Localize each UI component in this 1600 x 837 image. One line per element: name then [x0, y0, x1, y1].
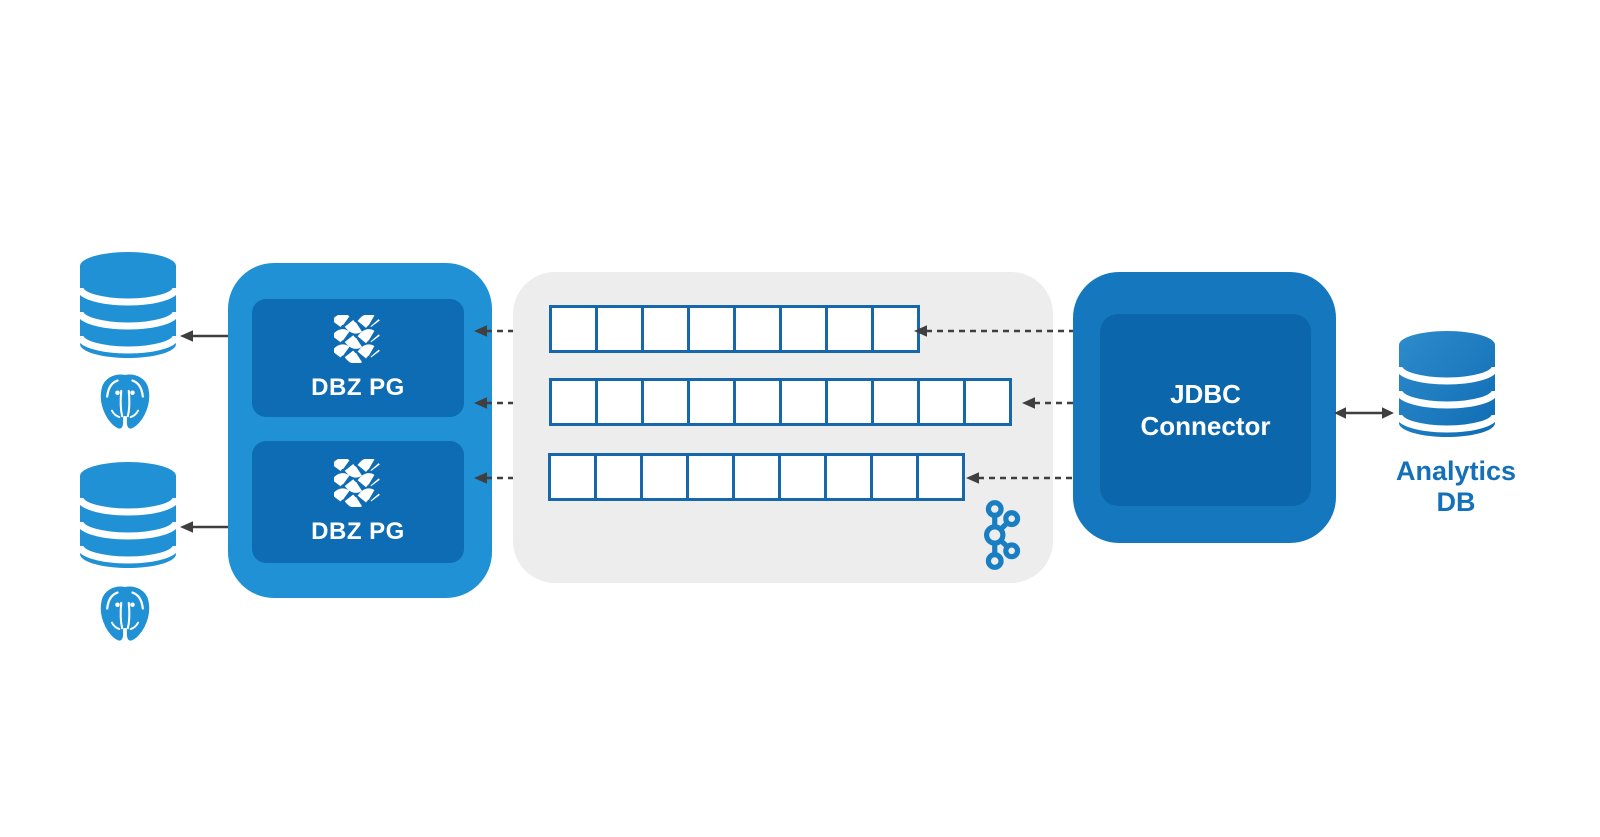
- kafka-icon: [984, 500, 1021, 570]
- partition-cell: [687, 378, 736, 426]
- jdbc-connector-box: JDBC Connector: [1100, 314, 1311, 506]
- partition-cell: [594, 453, 643, 501]
- partition-cell: [641, 378, 690, 426]
- dbz-pg-label: DBZ PG: [311, 373, 405, 401]
- partition-cell: [733, 378, 782, 426]
- partition-cell: [825, 305, 874, 353]
- partition-cell: [916, 453, 965, 501]
- debezium-icon: [334, 458, 380, 507]
- partition-cell: [595, 305, 644, 353]
- database-cylinder-icon: [78, 462, 178, 568]
- postgresql-elephant-icon: [100, 586, 150, 641]
- partition-cell: [779, 378, 828, 426]
- debezium-icon: [334, 314, 380, 363]
- dbz-pg-box-1: DBZ PG: [252, 299, 464, 417]
- partition-cell: [825, 378, 874, 426]
- partition-cell: [640, 453, 689, 501]
- partition-cell: [778, 453, 827, 501]
- dbz-group-container: DBZ PG DBZ PG: [228, 263, 492, 598]
- partition-cell: [963, 378, 1012, 426]
- database-cylinder-icon: [1397, 331, 1497, 437]
- partition-cell: [779, 305, 828, 353]
- analytics-db-label: Analytics DB: [1395, 456, 1517, 517]
- partition-cell: [686, 453, 735, 501]
- partition-cell: [549, 305, 598, 353]
- partition-cell: [870, 453, 919, 501]
- partition-cell: [548, 453, 597, 501]
- kafka-topic-1: [549, 305, 920, 353]
- database-cylinder-icon: [78, 252, 178, 358]
- partition-cell: [733, 305, 782, 353]
- partition-cell: [549, 378, 598, 426]
- partition-cell: [871, 378, 920, 426]
- arrow-topic1-jdbc: [914, 325, 1098, 337]
- jdbc-connector-container: JDBC Connector: [1073, 272, 1336, 543]
- partition-cell: [824, 453, 873, 501]
- jdbc-connector-label: JDBC Connector: [1140, 378, 1271, 442]
- partition-cell: [641, 305, 690, 353]
- kafka-topic-3: [548, 453, 965, 501]
- arrow-jdbc-analytics: [1334, 407, 1394, 419]
- dbz-pg-label: DBZ PG: [311, 517, 405, 545]
- kafka-topic-2: [549, 378, 1012, 426]
- dbz-pg-box-2: DBZ PG: [252, 441, 464, 563]
- partition-cell: [687, 305, 736, 353]
- partition-cell: [732, 453, 781, 501]
- partition-cell: [595, 378, 644, 426]
- partition-cell: [871, 305, 920, 353]
- postgresql-elephant-icon: [100, 374, 150, 429]
- partition-cell: [917, 378, 966, 426]
